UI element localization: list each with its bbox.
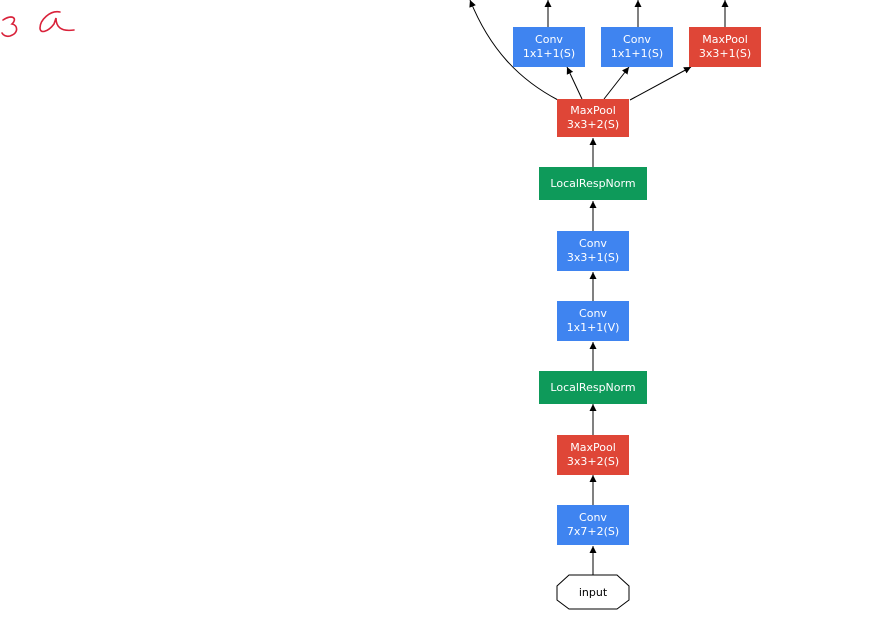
conv-branch-node-1: Conv 1x1+1(S)	[513, 27, 585, 67]
input-label: input	[578, 585, 608, 599]
edges	[469, 0, 729, 575]
edge-pool2-pool3	[629, 66, 692, 101]
node-type-label: LocalRespNorm	[550, 380, 636, 394]
localrespnorm-node-1: LocalRespNorm	[539, 371, 647, 404]
node-params-label: 1x1+1(S)	[610, 47, 664, 60]
node-type-label: Conv	[579, 511, 607, 524]
edge-pool2-offscreen-left	[469, 0, 559, 101]
node-type-label: LocalRespNorm	[550, 176, 636, 190]
conv-3x3-node: Conv 3x3+1(S)	[557, 231, 629, 271]
localrespnorm-node-2: LocalRespNorm	[539, 167, 647, 200]
node-params-label: 3x3+2(S)	[566, 118, 620, 131]
node-params-label: 7x7+2(S)	[566, 525, 620, 538]
maxpool-node-1: MaxPool 3x3+2(S)	[557, 435, 629, 475]
conv-branch-node-2: Conv 1x1+1(S)	[601, 27, 673, 67]
maxpool-branch-node: MaxPool 3x3+1(S)	[689, 27, 761, 67]
node-params-label: 3x3+1(S)	[698, 47, 752, 60]
node-type-label: Conv	[579, 307, 607, 320]
node-params-label: 3x3+2(S)	[566, 455, 620, 468]
edge-pool2-conv4	[566, 66, 583, 100]
node-params-label: 3x3+1(S)	[566, 251, 620, 264]
node-params-label: 1x1+1(V)	[566, 321, 620, 334]
node-type-label: MaxPool	[702, 33, 748, 46]
node-type-label: MaxPool	[570, 441, 616, 454]
input-node: input	[557, 575, 629, 609]
conv-7x7-node: Conv 7x7+2(S)	[557, 505, 629, 545]
node-type-label: Conv	[535, 33, 563, 46]
edge-pool2-conv5	[603, 66, 630, 100]
node-type-label: Conv	[579, 237, 607, 250]
node-params-label: 1x1+1(S)	[522, 47, 576, 60]
maxpool-node-2: MaxPool 3x3+2(S)	[557, 99, 629, 137]
node-type-label: Conv	[623, 33, 651, 46]
input-node-shape	[556, 574, 630, 610]
node-type-label: MaxPool	[570, 104, 616, 117]
conv-1x1-node: Conv 1x1+1(V)	[557, 301, 629, 341]
handwritten-mark	[1, 10, 75, 38]
